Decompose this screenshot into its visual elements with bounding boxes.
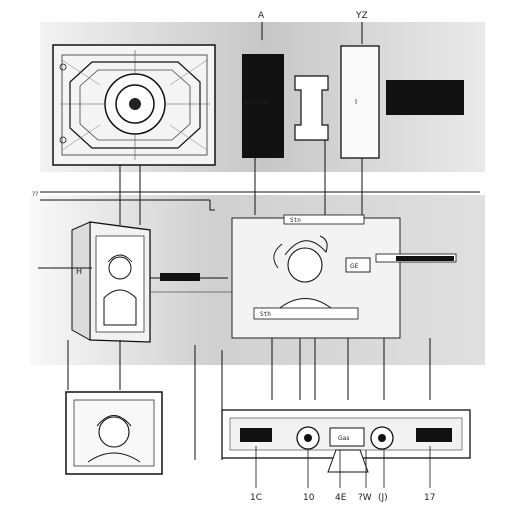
svg-text:Stn: Stn (290, 217, 301, 224)
control-block-left (240, 428, 272, 442)
control-strip: Gas (221, 409, 471, 473)
control-center-box (329, 427, 365, 447)
bottom-label-3: 4E (335, 493, 347, 503)
figure-head-center (287, 247, 323, 283)
bottom-label-4: ?W (358, 493, 372, 503)
leader-lines (255, 446, 431, 488)
control-block-right (416, 428, 452, 442)
portrait-head (98, 416, 130, 448)
side-mark: ?? (32, 191, 38, 198)
portrait-frame (65, 391, 163, 475)
top-label-yz: YZ (355, 11, 368, 21)
top-label-a: A (258, 11, 265, 21)
svg-text:Sth: Sth (260, 311, 271, 318)
figure-head-left (108, 256, 132, 280)
drop-lines (194, 338, 431, 460)
tall-unit-label: I (355, 98, 357, 106)
tall-unit (340, 45, 380, 159)
right-black-panel (386, 80, 464, 115)
center-tag-upper (283, 214, 365, 225)
center-tag-lower (253, 307, 359, 320)
control-center-label: Gas (338, 435, 349, 442)
bottom-label-1: 1C (250, 493, 262, 503)
connector-piece (294, 75, 329, 141)
link-bar (160, 273, 200, 281)
panel-sub-label: H (76, 267, 82, 276)
bottom-label-6: 17 (424, 493, 435, 503)
center-display: Stn Sth (231, 214, 401, 339)
bottom-label-5: (J) (378, 493, 388, 503)
callout-tag: GE (345, 257, 371, 273)
left-monitor (71, 221, 151, 343)
bottom-label-2: 10 (303, 493, 315, 503)
bus-lines (40, 140, 480, 225)
lens-housing (69, 61, 201, 149)
svg-text:GE: GE (350, 263, 359, 270)
stock-module-label: RSTOCK (244, 99, 270, 106)
right-bar-fill (396, 256, 454, 261)
lens-device (52, 44, 216, 166)
lens-core (129, 98, 141, 110)
stock-module-block (242, 54, 284, 158)
